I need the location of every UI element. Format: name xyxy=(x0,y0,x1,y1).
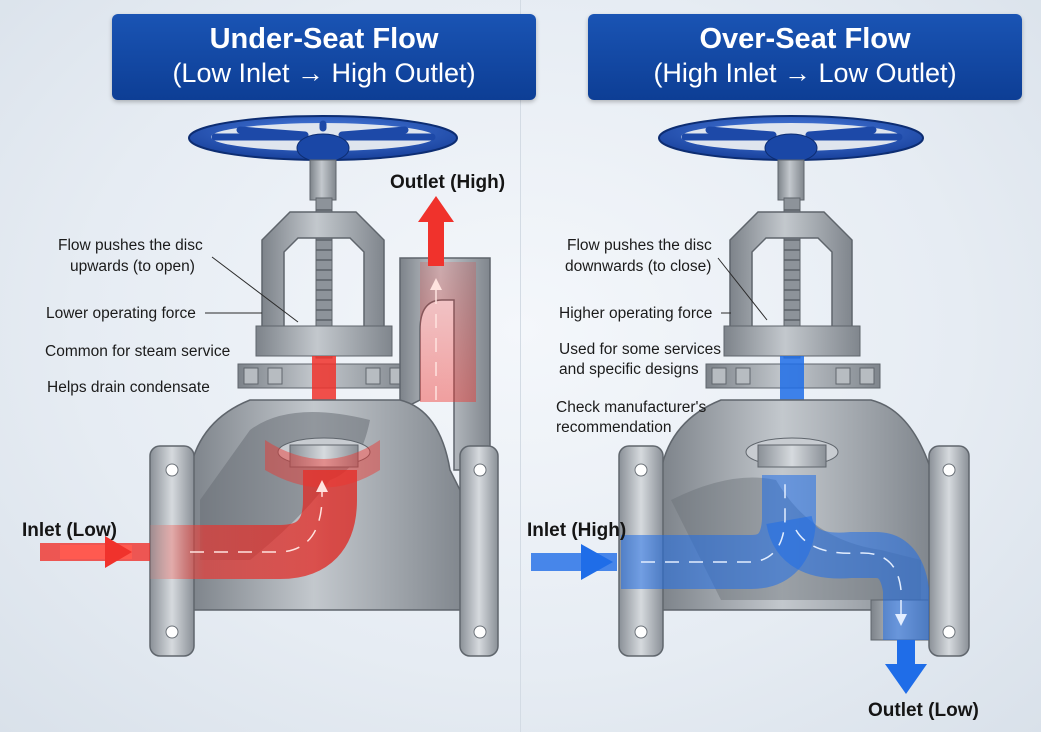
handwheel-icon xyxy=(188,115,458,163)
over-seat-panel: Over-Seat Flow (High Inlet → Low Outlet) xyxy=(521,0,1041,732)
under-seat-subtitle: (Low Inlet → High Outlet) xyxy=(172,58,476,88)
over-note-disc-1: Flow pushes the disc xyxy=(567,237,712,254)
under-note-force: Lower operating force xyxy=(46,305,196,322)
handwheel-icon xyxy=(658,115,924,163)
outlet-arrow-icon xyxy=(885,664,927,694)
over-seat-banner: Over-Seat Flow (High Inlet → Low Outlet) xyxy=(588,14,1022,100)
over-note-services-1: Used for some services xyxy=(559,341,721,358)
over-inlet-label: Inlet (High) xyxy=(527,520,627,541)
under-note-steam: Common for steam service xyxy=(45,343,231,360)
inlet-arrow-icon xyxy=(581,544,613,580)
outlet-arrow-icon xyxy=(418,196,454,222)
over-outlet-label: Outlet (Low) xyxy=(868,700,979,721)
under-seat-valve-illustration xyxy=(40,115,499,657)
over-note-manufacturer-2: recommendation xyxy=(556,419,672,436)
over-note-force: Higher operating force xyxy=(559,305,713,322)
over-note-disc-2: downwards (to close) xyxy=(565,258,712,275)
under-seat-banner: Under-Seat Flow (Low Inlet → High Outlet… xyxy=(112,14,536,100)
under-note-disc-2: upwards (to open) xyxy=(70,258,195,275)
over-seat-valve-illustration xyxy=(531,115,970,694)
over-note-manufacturer-1: Check manufacturer's xyxy=(556,399,707,416)
over-seat-title: Over-Seat Flow xyxy=(699,23,911,55)
over-note-services-2: and specific designs xyxy=(559,361,699,378)
outlet-flange xyxy=(459,445,499,657)
panel-divider xyxy=(520,0,521,732)
inlet-arrow-icon xyxy=(105,536,132,568)
under-seat-title: Under-Seat Flow xyxy=(209,23,439,55)
outlet-flange xyxy=(928,445,970,657)
under-outlet-label: Outlet (High) xyxy=(390,172,506,193)
under-note-disc-1: Flow pushes the disc xyxy=(58,237,203,254)
under-note-condensate: Helps drain condensate xyxy=(47,379,210,396)
under-inlet-label: Inlet (Low) xyxy=(22,520,117,541)
over-seat-subtitle: (High Inlet → Low Outlet) xyxy=(653,58,957,88)
under-seat-panel: Under-Seat Flow (Low Inlet → High Outlet… xyxy=(0,0,536,732)
